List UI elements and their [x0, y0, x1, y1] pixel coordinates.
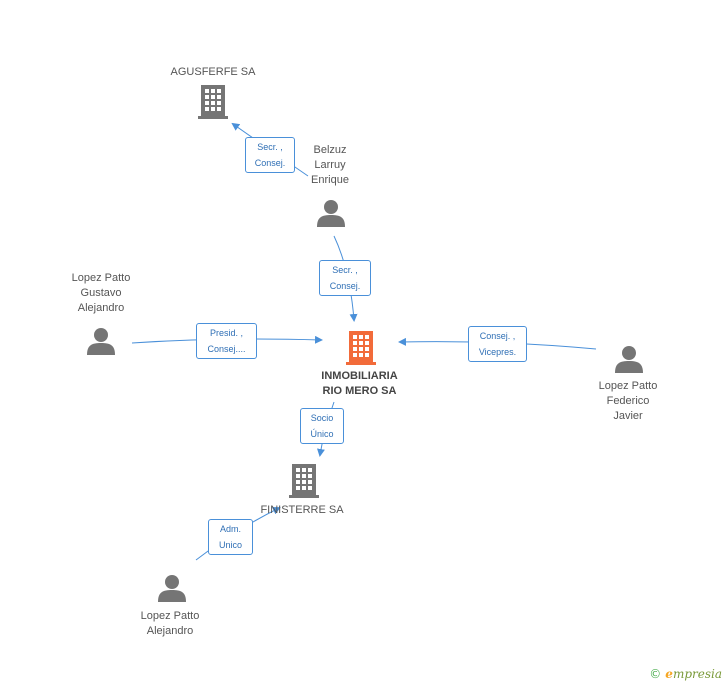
lopez-gustavo-label[interactable]: Lopez Patto Gustavo Alejandro	[71, 272, 131, 314]
edge-label-inmobiliaria-finisterre[interactable]: Socio Único	[300, 408, 344, 444]
finisterre-building-icon[interactable]	[289, 464, 319, 498]
brand-logo-e: e	[665, 667, 673, 681]
empresia-brand: ©empresia	[649, 667, 722, 681]
lopez-federico-person-icon[interactable]	[615, 346, 643, 373]
lopez-alejandro-label[interactable]: Lopez Patto Alejandro	[140, 610, 200, 637]
lopez-federico-label[interactable]: Lopez Patto Federico Javier	[598, 380, 658, 422]
belzuz-person-icon[interactable]	[317, 200, 345, 227]
agusferfe-building-icon[interactable]	[198, 85, 228, 119]
copyright-icon: ©	[649, 667, 662, 681]
belzuz-label[interactable]: Belzuz Larruy Enrique	[311, 144, 349, 186]
brand-logo-text: mpresia	[672, 667, 722, 681]
inmobiliaria-building-icon[interactable]	[346, 331, 376, 365]
edge-label-federico-inmobiliaria[interactable]: Consej. , Vicepres.	[468, 326, 527, 362]
edge-label-belzuz-inmobiliaria[interactable]: Secr. , Consej.	[319, 260, 371, 296]
lopez-alejandro-person-icon[interactable]	[158, 575, 186, 602]
edge-label-belzuz-agusferfe[interactable]: Secr. , Consej.	[245, 137, 295, 173]
edge-label-gustavo-inmobiliaria[interactable]: Presid. , Consej....	[196, 323, 257, 359]
lopez-gustavo-person-icon[interactable]	[87, 328, 115, 355]
edge-label-alejandro-finisterre[interactable]: Adm. Unico	[208, 519, 253, 555]
finisterre-label[interactable]: FINISTERRE SA	[260, 504, 344, 516]
inmobiliaria-label[interactable]: INMOBILIARIA RIO MERO SA	[321, 370, 398, 397]
agusferfe-label[interactable]: AGUSFERFE SA	[170, 66, 256, 78]
